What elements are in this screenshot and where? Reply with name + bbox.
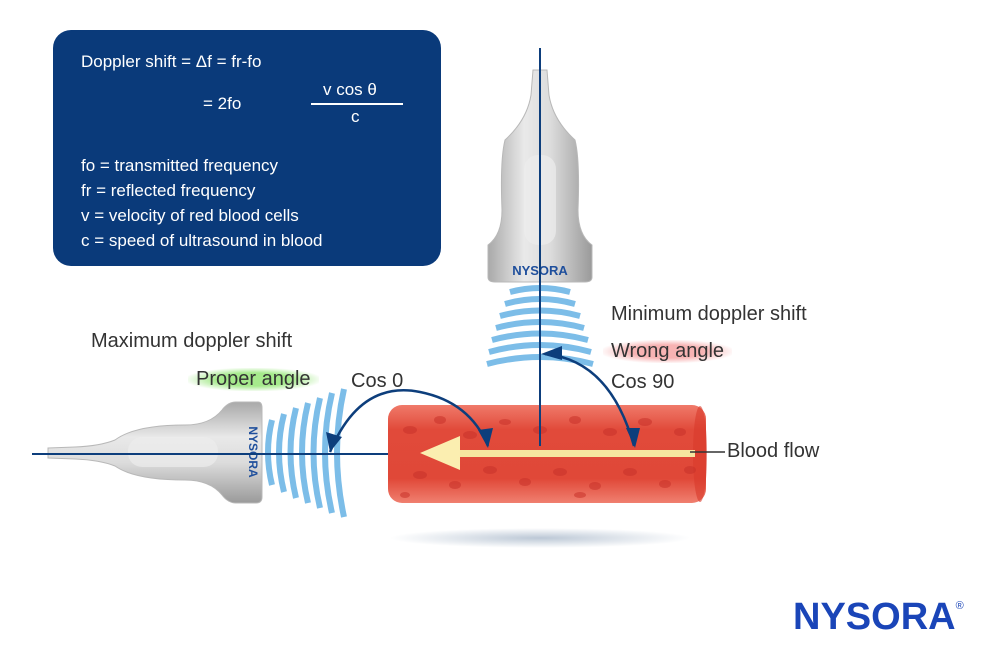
flow-arrow-head <box>420 436 460 470</box>
maximum-doppler-shift-label: Maximum doppler shift <box>91 330 293 352</box>
doppler-formula-box: Doppler shift = Δf = fr-fo = 2fo v cos θ… <box>53 30 441 266</box>
formula-numerator: v cos θ <box>323 80 377 99</box>
registered-mark: ® <box>955 600 964 612</box>
cos90-label: Cos 90 <box>611 371 675 393</box>
vessel-shadow <box>390 528 690 548</box>
horizontal-probe: NYSORA <box>47 401 263 504</box>
cos0-arrowhead-left <box>326 432 342 452</box>
definition-fo: fo = transmitted frequency <box>81 156 279 175</box>
cos90-arrowhead-bottom <box>626 428 640 448</box>
definition-v: v = velocity of red blood cells <box>81 206 299 225</box>
logo-text: NYSORA <box>793 596 956 638</box>
probe-brand-horizontal: NYSORA <box>246 426 260 478</box>
nysora-logo: NYSORA® <box>793 596 964 639</box>
formula-denominator: c <box>351 107 360 126</box>
definition-fr: fr = reflected frequency <box>81 181 256 200</box>
flow-arrow-shaft <box>455 450 695 457</box>
blood-flow-label: Blood flow <box>727 440 820 462</box>
cos0-arrowhead-right <box>478 428 493 448</box>
cos0-label: Cos 0 <box>351 370 404 392</box>
proper-angle-label: Proper angle <box>188 368 319 391</box>
definition-c: c = speed of ultrasound in blood <box>81 231 323 250</box>
red-blood-cells <box>400 416 696 498</box>
formula-line-1: Doppler shift = Δf = fr-fo <box>81 52 262 71</box>
cos90-arrowhead-top <box>541 346 562 360</box>
blood-vessel <box>388 405 707 503</box>
wrong-angle-label: Wrong angle <box>603 340 733 363</box>
fraction-bar <box>311 103 403 105</box>
minimum-doppler-shift-label: Minimum doppler shift <box>611 303 807 325</box>
formula-line-2-prefix: = 2fo <box>203 94 242 113</box>
horizontal-ultrasound-waves <box>265 388 347 518</box>
cos0-angle-arc <box>328 389 490 453</box>
